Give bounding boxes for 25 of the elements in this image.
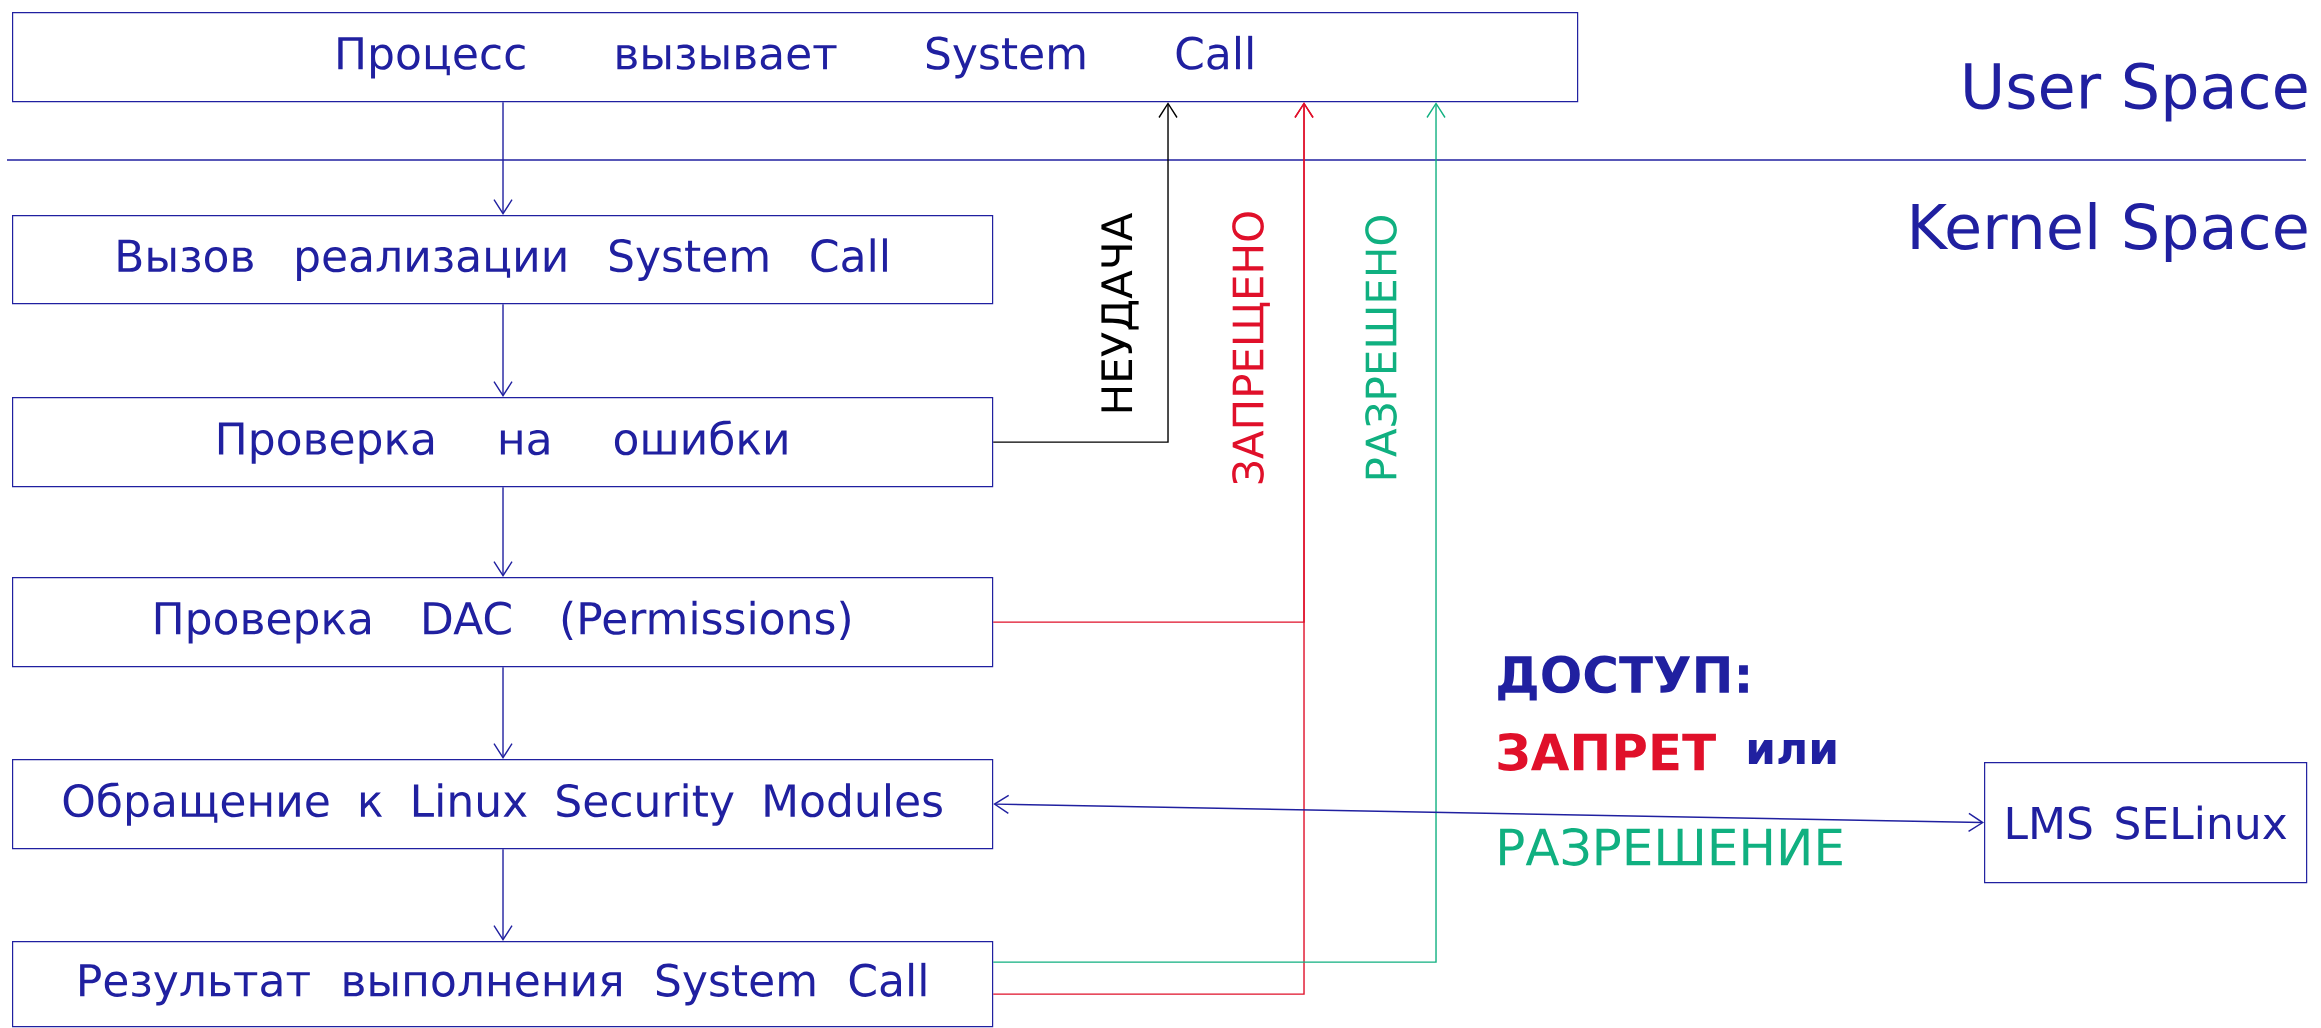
arrow <box>992 102 1446 963</box>
arrow <box>992 102 1314 995</box>
process-box: Обращение к Linux Security Modules <box>12 759 994 850</box>
process-box: Результат выполнения System Call <box>12 941 994 1028</box>
label: Kernel Space <box>1912 202 2307 262</box>
arrow <box>493 101 513 215</box>
label: или <box>1748 740 1836 765</box>
arrow <box>993 794 1985 833</box>
label: User Space <box>1965 62 2307 122</box>
arrow <box>493 486 513 577</box>
arrow <box>992 102 1178 443</box>
process-box: Вызов реализации System Call <box>12 215 994 305</box>
process-box: Процесс вызывает System Call <box>12 12 1579 103</box>
arrow <box>493 848 513 941</box>
arrow <box>493 303 513 397</box>
label: ЗАПРЕТ <box>1498 733 1716 771</box>
module-box: LMS SELinux <box>1984 762 2308 884</box>
edge-label: РАЗРЕШЕНО <box>1365 215 1397 479</box>
process-box: Проверка DAC (Permissions) <box>12 577 994 668</box>
label: ДОСТУП: <box>1498 655 1748 701</box>
label: РАЗРЕШЕНИЕ <box>1500 828 1842 866</box>
arrow <box>493 666 513 759</box>
edge-label: НЕУДАЧА <box>1101 212 1139 412</box>
edge-label: ЗАПРЕЩЕНО <box>1232 212 1270 484</box>
process-box: Проверка на ошибки <box>12 397 994 488</box>
